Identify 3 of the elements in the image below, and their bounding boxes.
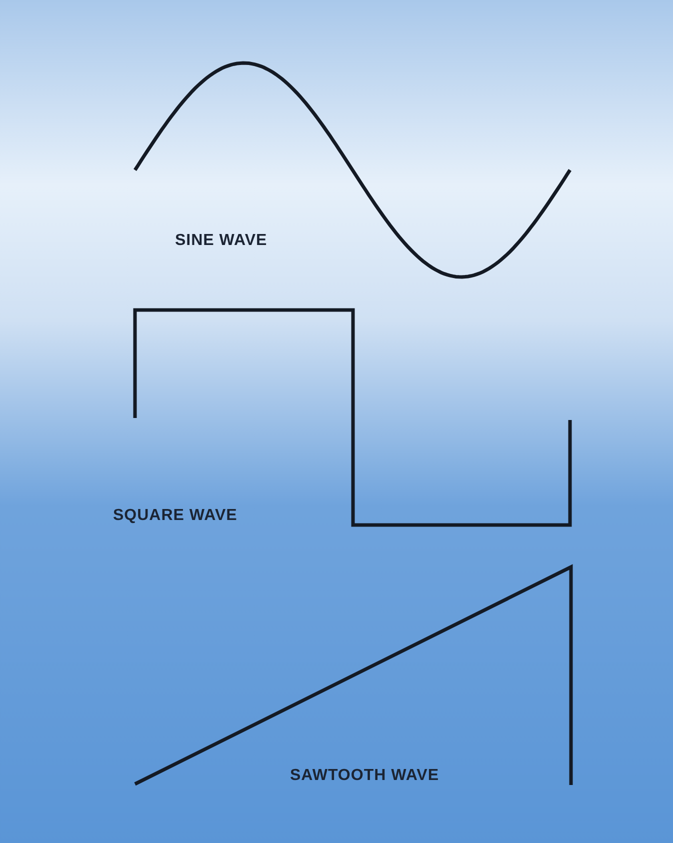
wave-label: SQUARE WAVE	[113, 507, 238, 525]
wave-label: SINE WAVE	[175, 232, 268, 250]
wave-label: SAWTOOTH WAVE	[290, 767, 440, 785]
